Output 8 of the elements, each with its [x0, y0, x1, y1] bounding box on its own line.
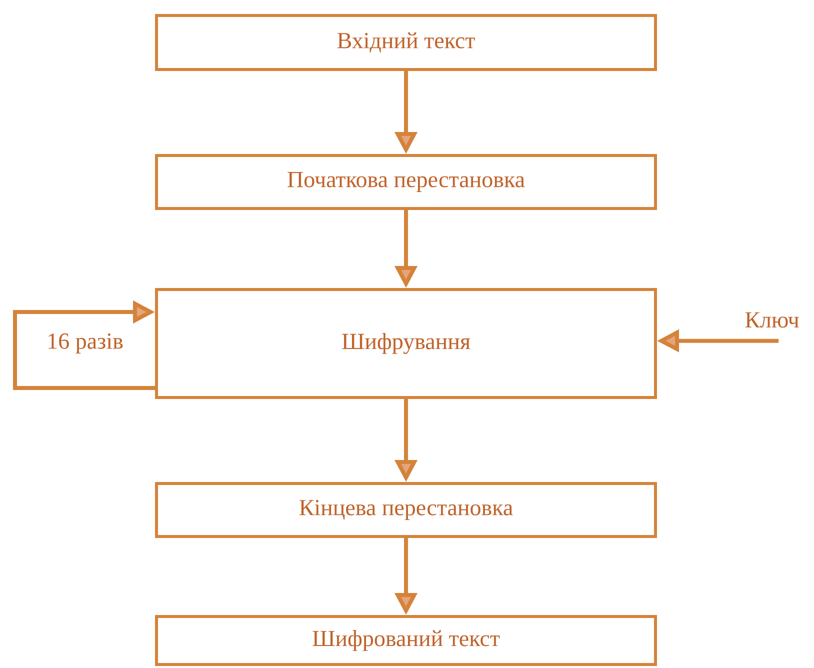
process-box: Початкова перестановка	[155, 154, 657, 210]
input-label: Ключ	[745, 312, 799, 328]
process-box: Вхідний текст	[155, 14, 657, 71]
edge-label: 16 разів	[44, 331, 126, 356]
arrow	[13, 300, 155, 390]
process-box: Шифрування	[155, 288, 657, 399]
process-box: Кінцева перестановка	[155, 482, 657, 538]
process-box: Шифрований текст	[155, 615, 657, 666]
